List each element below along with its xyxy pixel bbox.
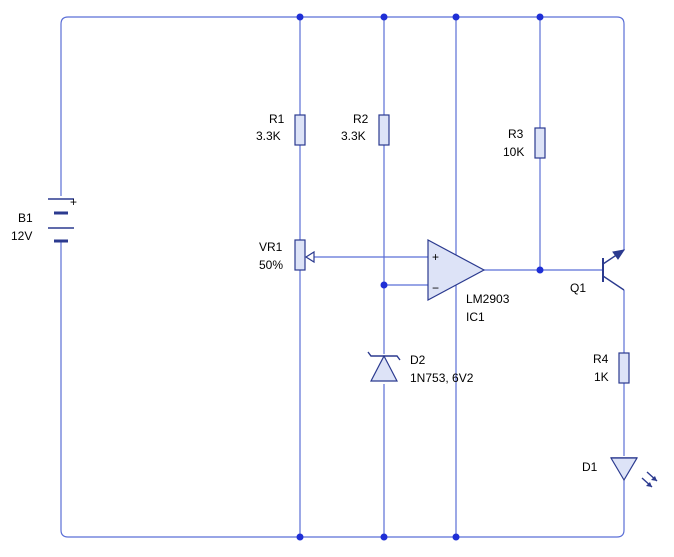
resistor-r2: R2 3.3K xyxy=(341,112,390,146)
wires xyxy=(60,16,625,538)
ic1-part-label: LM2903 xyxy=(466,292,510,306)
r2-value-label: 3.3K xyxy=(341,129,366,143)
comparator-triangle xyxy=(427,238,486,302)
led-light-arrows-icon xyxy=(641,471,658,488)
junction-zener-node xyxy=(380,281,388,289)
r1-ref-label: R1 xyxy=(269,112,285,126)
resistor-r1: R1 3.3K xyxy=(256,112,306,146)
wire-left-rail xyxy=(60,16,69,196)
junction-top-r3 xyxy=(536,13,544,21)
junction-bottom-ic xyxy=(452,533,460,541)
wire-top-rail xyxy=(68,16,625,250)
transistor-q1: Q1 xyxy=(570,249,626,295)
battery-value-label: 12V xyxy=(11,229,32,243)
r4-value-label: 1K xyxy=(594,370,609,384)
vr1-ref-label: VR1 xyxy=(259,240,283,254)
resistor-r4: R4 1K xyxy=(593,352,630,384)
transistor-arrow xyxy=(612,249,626,260)
zener-diode-d2: D2 1N753, 6V2 xyxy=(367,351,474,385)
resistor-r3: R3 10K xyxy=(503,127,546,159)
transistor-emitter xyxy=(602,275,625,291)
zener-diode-triangle xyxy=(370,354,398,382)
battery-plus-sign: + xyxy=(70,195,77,209)
r3-ref-label: R3 xyxy=(508,127,524,141)
zener-diode-bar xyxy=(367,351,401,361)
led-triangle xyxy=(609,457,639,482)
led-d1: D1 xyxy=(582,457,658,488)
resistor-r3-body xyxy=(534,127,546,159)
potentiometer-wiper-arrow xyxy=(304,250,315,264)
comparator-ic1: + − LM2903 IC1 xyxy=(427,238,510,324)
r1-value-label: 3.3K xyxy=(256,129,281,143)
resistor-r2-body xyxy=(378,114,390,146)
junction-bottom-r1 xyxy=(296,533,304,541)
r4-ref-label: R4 xyxy=(593,352,609,366)
wire-left-rail-lower xyxy=(60,240,625,538)
vr1-value-label: 50% xyxy=(259,258,283,272)
potentiometer-vr1-body xyxy=(294,239,306,271)
junctions xyxy=(296,13,544,541)
junction-top-r1 xyxy=(296,13,304,21)
junction-bottom-r2 xyxy=(380,533,388,541)
q1-ref-label: Q1 xyxy=(570,281,586,295)
junction-output-r3 xyxy=(536,266,544,274)
comparator-plus-sign: + xyxy=(432,250,439,264)
d2-value-label: 1N753, 6V2 xyxy=(410,371,474,385)
d2-ref-label: D2 xyxy=(410,353,426,367)
r3-value-label: 10K xyxy=(503,145,524,159)
r2-ref-label: R2 xyxy=(353,112,369,126)
junction-top-r2 xyxy=(380,13,388,21)
ic1-ref-label: IC1 xyxy=(466,310,485,324)
comparator-minus-sign: − xyxy=(432,281,439,295)
battery-b1: + B1 12V xyxy=(11,195,77,243)
battery-ref-label: B1 xyxy=(18,211,33,225)
resistor-r4-body xyxy=(618,352,630,384)
junction-top-ic xyxy=(452,13,460,21)
potentiometer-vr1: VR1 50% xyxy=(259,239,315,272)
d1-ref-label: D1 xyxy=(582,460,598,474)
resistor-r1-body xyxy=(294,114,306,146)
